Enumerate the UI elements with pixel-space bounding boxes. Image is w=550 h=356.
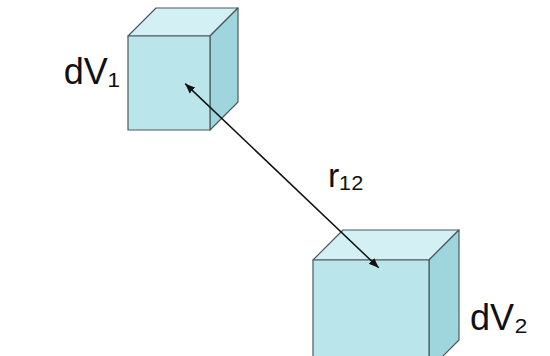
cube-face	[128, 36, 210, 130]
cube-shape	[128, 8, 238, 130]
volume-label: dV₁	[64, 52, 120, 92]
cube-face	[313, 260, 429, 356]
volume-cube: dV₂	[313, 230, 459, 356]
cube-shape	[313, 230, 459, 356]
cube-face	[429, 230, 459, 356]
distance-arrow	[185, 84, 379, 268]
distance-label: r₁₂	[328, 157, 364, 194]
volume-label: dV₂	[470, 298, 528, 338]
volume-cube: dV₁	[128, 8, 238, 130]
